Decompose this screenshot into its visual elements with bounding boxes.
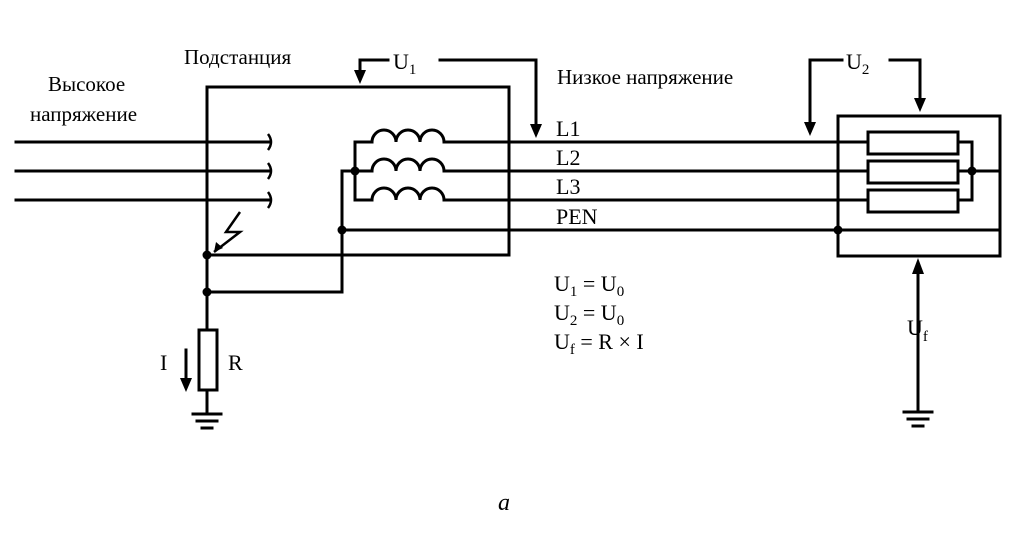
high-voltage-label-2: напряжение [30, 102, 137, 126]
earthing-resistor [197, 328, 219, 392]
ground-icon-left [191, 412, 223, 430]
l2-label: L2 [556, 145, 580, 170]
current-arrow-icon [180, 348, 192, 392]
equation-uf: Uf = R × I [554, 329, 644, 358]
figure-caption: a [498, 490, 510, 516]
transformer-coils [340, 128, 446, 232]
equation-u1: U1 = U0 [554, 271, 624, 300]
consumer-box [836, 114, 1002, 258]
ground-icon-right [902, 410, 934, 428]
u2-bracket [804, 58, 926, 136]
high-voltage-label-1: Высокое [48, 72, 125, 96]
resistor-label: R [228, 350, 243, 375]
pen-label: PEN [556, 204, 598, 229]
consumer-load-elements [866, 130, 1002, 214]
u1-label: U1 [393, 49, 416, 78]
l1-label: L1 [556, 116, 580, 141]
substation-label: Подстанция [184, 45, 292, 69]
uf-label: Uf [907, 315, 928, 345]
current-label: I [160, 350, 167, 375]
substation-grounding [202, 228, 344, 332]
low-voltage-label: Низкое напряжение [557, 65, 733, 89]
high-voltage-lines [14, 133, 273, 209]
u2-label: U2 [846, 49, 869, 78]
fault-lightning-icon [213, 211, 244, 253]
equation-u2: U2 = U0 [554, 300, 624, 329]
l3-label: L3 [556, 174, 580, 199]
low-voltage-lines [337, 140, 1002, 235]
u1-bracket [354, 58, 542, 138]
uf-arrow [912, 258, 924, 412]
